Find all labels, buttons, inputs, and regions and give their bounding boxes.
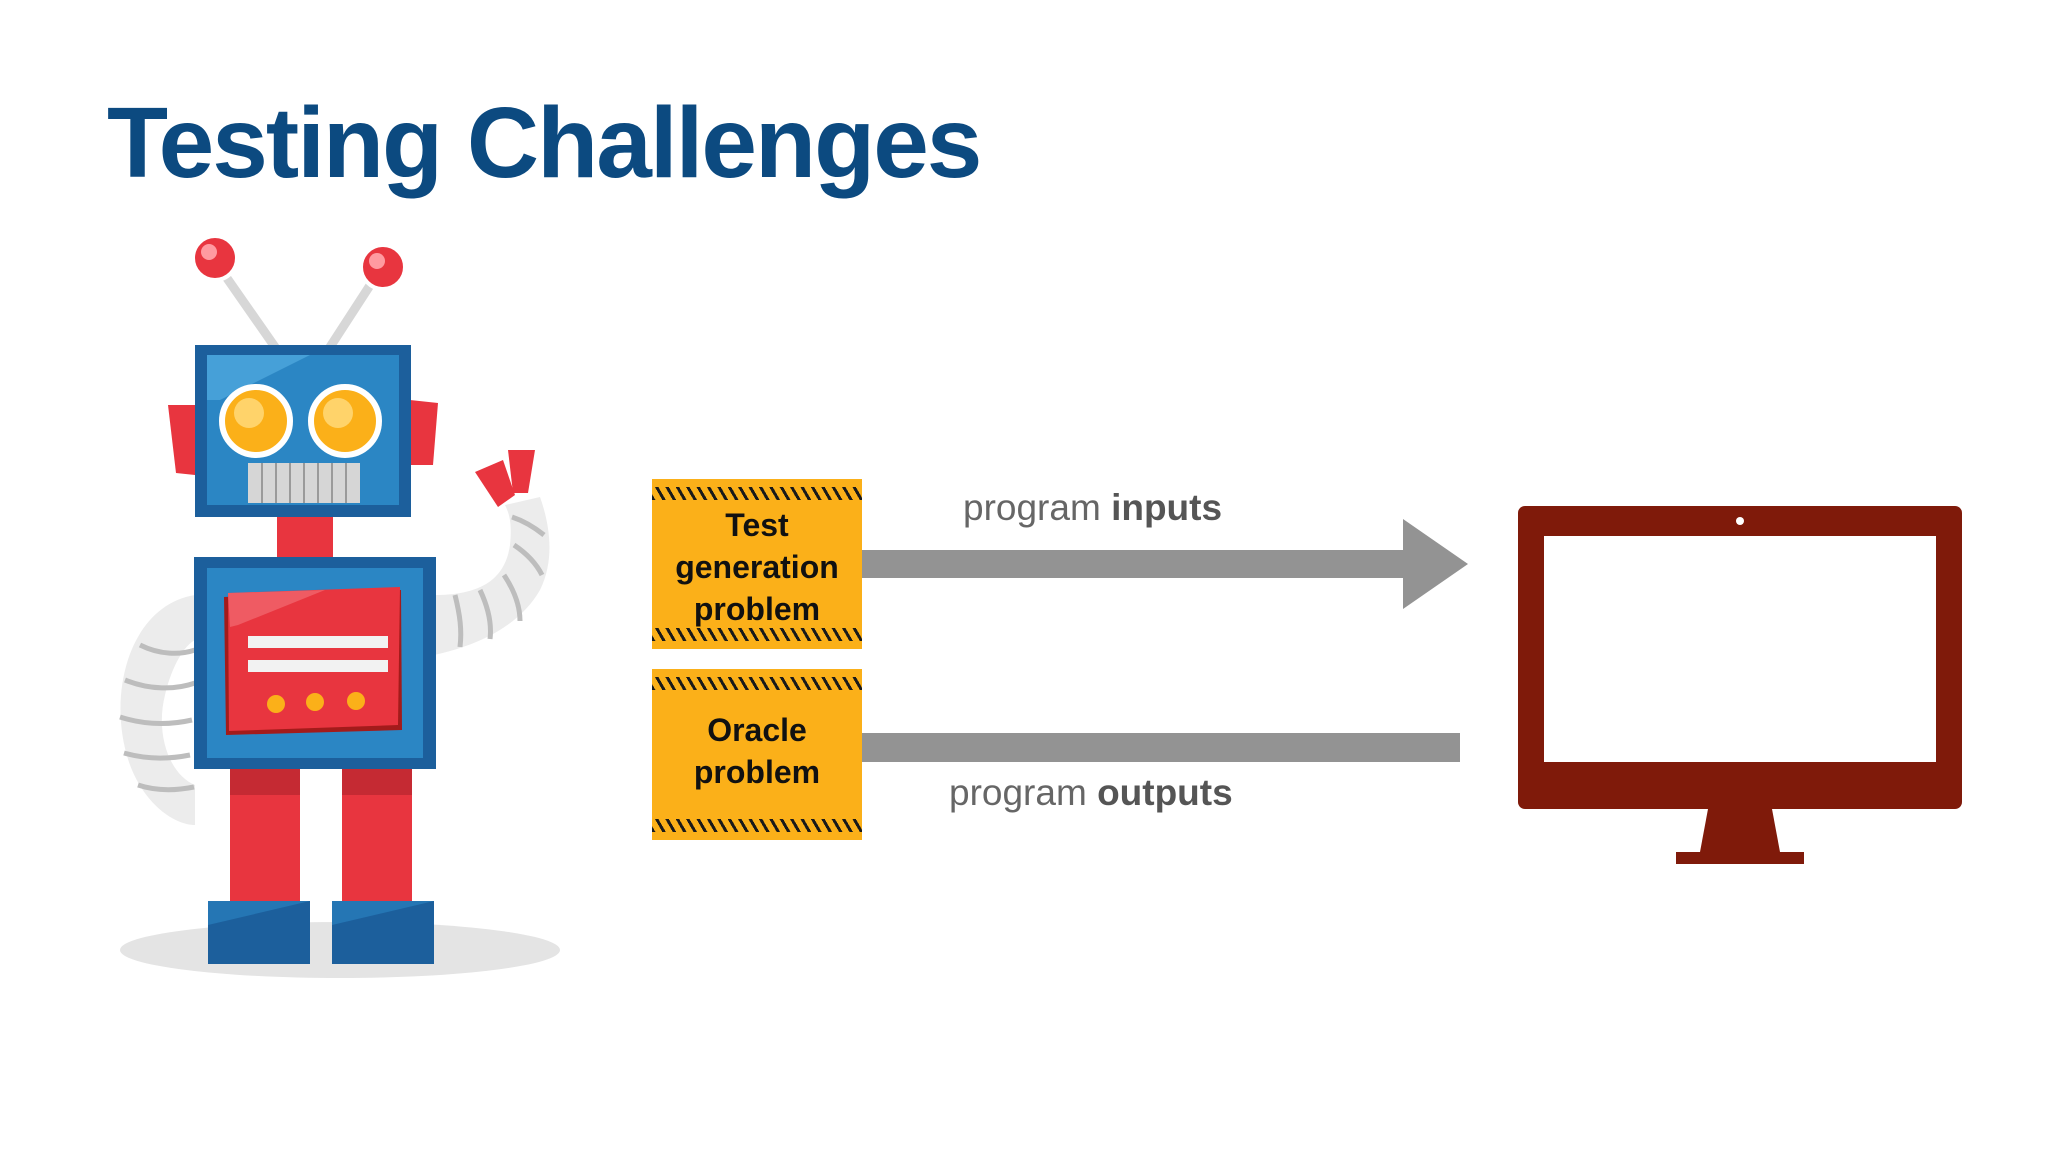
hazard-stripe-top bbox=[652, 487, 862, 500]
slide-title: Testing Challenges bbox=[107, 87, 982, 199]
monitor-stand bbox=[1700, 809, 1780, 852]
program-inputs-arrow bbox=[862, 519, 1468, 609]
test-generation-problem-box: Test generation problem bbox=[652, 479, 862, 649]
hazard-stripe-bottom bbox=[652, 628, 862, 641]
oracle-problem-box: Oracle problem bbox=[652, 669, 862, 840]
program-outputs-bar bbox=[862, 733, 1460, 762]
program-outputs-label: program outputs bbox=[949, 772, 1233, 814]
hazard-stripe-bottom bbox=[652, 819, 862, 832]
computer-monitor-icon bbox=[1518, 506, 1962, 864]
monitor-screen bbox=[1544, 536, 1936, 762]
program-inputs-label: program inputs bbox=[963, 487, 1222, 529]
hazard-stripe-top bbox=[652, 677, 862, 690]
monitor-camera bbox=[1736, 517, 1744, 525]
program-inputs-prefix: program bbox=[963, 487, 1101, 528]
program-inputs-emphasis: inputs bbox=[1111, 487, 1223, 528]
program-outputs-prefix: program bbox=[949, 772, 1087, 813]
program-outputs-emphasis: outputs bbox=[1097, 772, 1233, 813]
test-generation-problem-label: Test generation problem bbox=[675, 507, 839, 627]
oracle-problem-label: Oracle problem bbox=[693, 712, 821, 790]
monitor-base bbox=[1676, 852, 1804, 864]
robot-illustration bbox=[119, 234, 560, 978]
